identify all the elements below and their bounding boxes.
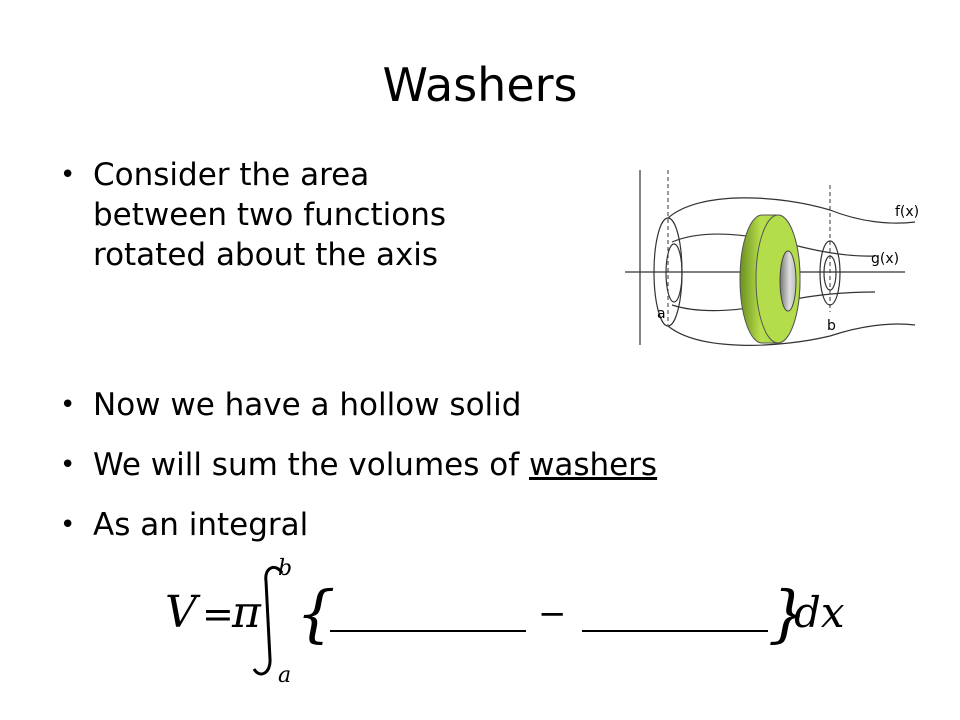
integral-formula: V = π b a { − } dx [165,556,845,688]
bullet-text: We will sum the volumes of [93,447,529,483]
bullet-dot-icon: • [60,510,76,540]
formula-lhs: V [165,587,201,638]
formula-open-brace: { [296,577,335,650]
formula-equals: = [202,592,234,636]
label-b: b [827,318,836,334]
bullet-line: rotated about the axis [93,237,439,273]
outer-surface-top [667,197,916,224]
bullet-text: As an integral [93,507,309,543]
formula-close-brace: } [768,577,807,650]
formula-differential: dx [794,588,845,637]
bullet-dot-icon: • [60,390,76,420]
bullet-dot-icon: • [60,450,76,480]
bullet-text: Now we have a hollow solid [93,387,522,423]
bullet-line: Consider the area [93,157,370,193]
bullet-line: between two functions [93,197,447,233]
integral-sign-icon [252,565,284,676]
inner-ellipse-a [665,243,683,303]
slide-title: Washers [382,58,578,112]
label-g: g(x) [871,251,899,267]
formula-minus: − [538,594,567,634]
label-a: a [657,306,666,322]
formula-lower-limit: a [278,663,291,688]
bullet-dot-icon: • [60,160,76,190]
label-f: f(x) [895,204,919,220]
formula-upper-limit: b [278,556,292,581]
formula-pi: π [231,587,262,638]
washers-underlined-term: washers [528,447,658,483]
outer-surface-bottom [667,323,916,346]
washer-solid-diagram: f(x) g(x) a b [625,170,919,346]
washer-shape [739,214,801,344]
